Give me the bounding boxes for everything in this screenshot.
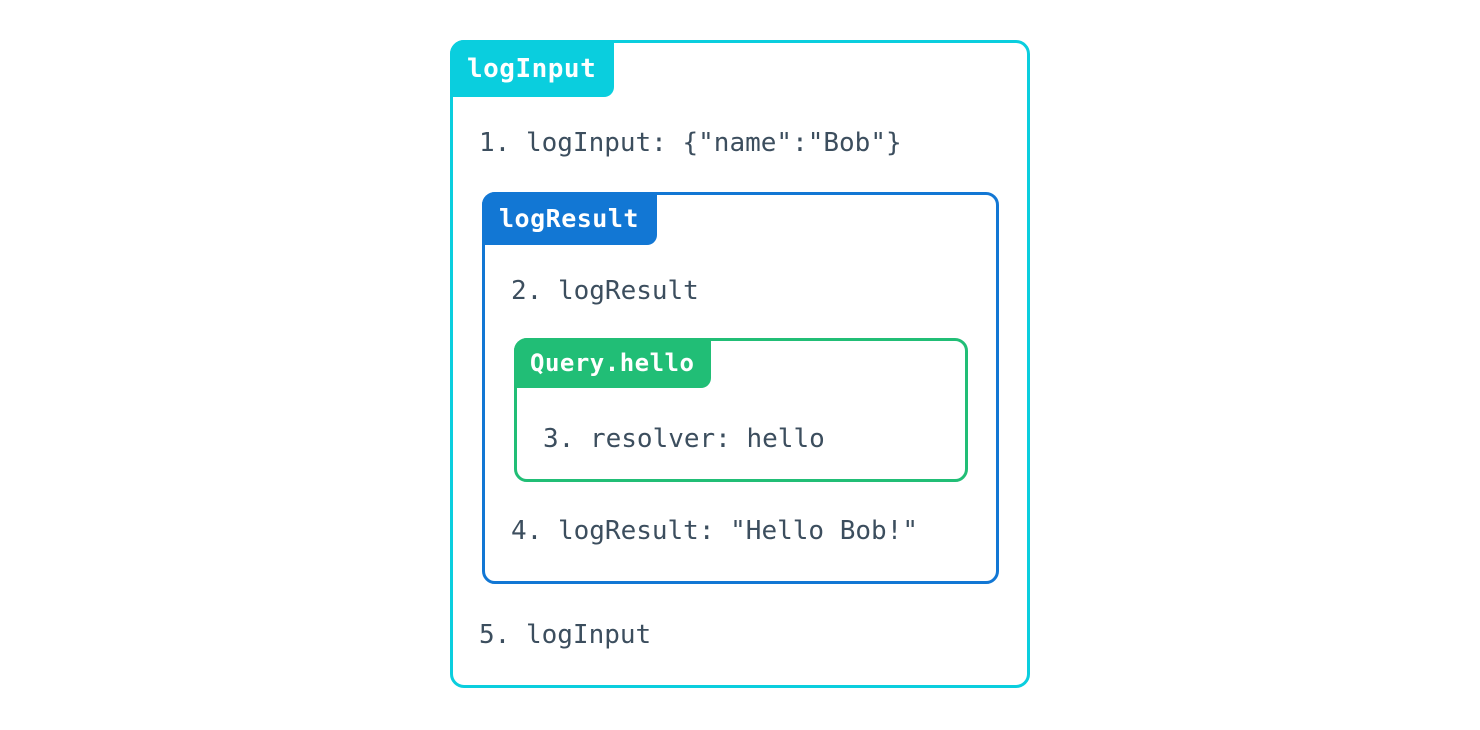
log-line-3: 3. resolver: hello	[543, 424, 825, 454]
span-box-query-hello[interactable]: Query.hello	[514, 338, 968, 482]
span-label-logresult[interactable]: logResult	[482, 192, 657, 245]
log-line-1: 1. logInput: {"name":"Bob"}	[479, 128, 902, 158]
log-line-5: 5. logInput	[479, 620, 652, 650]
log-line-4: 4. logResult: "Hello Bob!"	[511, 516, 918, 546]
log-line-2: 2. logResult	[511, 276, 699, 306]
span-label-loginput[interactable]: logInput	[450, 40, 615, 97]
span-label-query-hello[interactable]: Query.hello	[514, 338, 712, 388]
